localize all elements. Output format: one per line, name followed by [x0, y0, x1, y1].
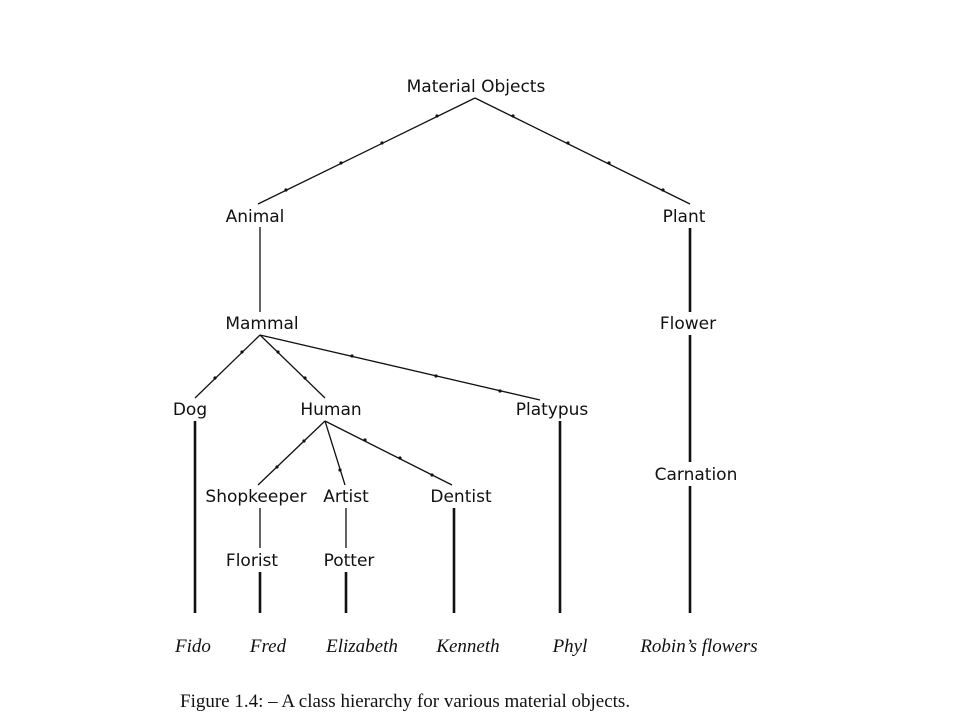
leaf-phyl: Phyl [552, 636, 588, 657]
leaf-fido: Fido [174, 636, 211, 657]
edge-dot [302, 439, 306, 443]
node-florist: Florist [226, 551, 278, 571]
edge-dot [434, 374, 438, 378]
edge-mammal-human [259, 334, 326, 399]
edge-dot [511, 114, 515, 118]
edge-dot [398, 456, 402, 460]
edge-dot [350, 354, 354, 358]
edge-dot [363, 438, 367, 442]
edge-mammal-platypus [259, 334, 541, 401]
edge-dot [338, 468, 342, 472]
edge-dot [339, 161, 343, 165]
edge-dot [275, 465, 279, 469]
edges [193, 97, 692, 613]
edge-dot [276, 350, 280, 354]
edge-dot [240, 350, 244, 354]
edge-material-animal [257, 97, 476, 205]
edge-dot [661, 188, 665, 192]
node-animal: Animal [226, 207, 285, 227]
edge-dot [435, 114, 439, 118]
edge-human-shopkeeper [257, 420, 326, 486]
node-dentist: Dentist [430, 487, 492, 507]
edge-dots [213, 114, 665, 477]
node-mammal: Mammal [225, 314, 298, 334]
node-plant: Plant [663, 207, 706, 227]
edge-dot [380, 141, 384, 145]
edge-dot [213, 376, 217, 380]
figure-caption: Figure 1.4: – A class hierarchy for vari… [180, 691, 630, 712]
edge-dot [498, 389, 502, 393]
node-flower: Flower [660, 314, 716, 334]
node-carnation: Carnation [655, 465, 738, 485]
edge-human-artist [324, 420, 346, 486]
node-potter: Potter [324, 551, 375, 571]
edge-dot [303, 376, 307, 380]
leaves: Fido Fred Elizabeth Kenneth Phyl Robin’s… [174, 636, 758, 657]
leaf-elizabeth: Elizabeth [325, 636, 398, 657]
edge-dot [430, 473, 434, 477]
node-platypus: Platypus [516, 400, 589, 420]
node-artist: Artist [323, 487, 369, 507]
leaf-kenneth: Kenneth [435, 636, 499, 657]
edge-dot [566, 141, 570, 145]
edge-mammal-dog [194, 334, 261, 399]
nodes: Material Objects Animal Plant Mammal Flo… [173, 77, 738, 571]
edge-material-plant [474, 97, 691, 205]
edge-dot [607, 161, 611, 165]
node-human: Human [300, 400, 361, 420]
node-shopkeeper: Shopkeeper [205, 487, 306, 507]
leaf-fred: Fred [249, 636, 287, 657]
leaf-robins-flowers: Robin’s flowers [639, 636, 757, 657]
edge-dot [284, 188, 288, 192]
node-dog: Dog [173, 400, 207, 420]
node-material-objects: Material Objects [407, 77, 546, 97]
